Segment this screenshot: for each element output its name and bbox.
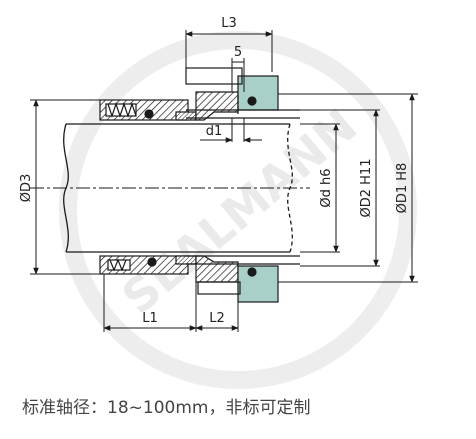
dimension-L2: [195, 302, 239, 332]
dimension-dh6: [300, 123, 340, 253]
dimension-5: [231, 58, 245, 92]
label-D3: ØD3: [19, 174, 34, 203]
label-dh6: Ød h6: [319, 168, 334, 207]
caption: 标准轴径：18~100mm，非标可定制: [22, 398, 310, 418]
upper-seal-assembly: [99, 67, 300, 121]
dimension-D3: [30, 99, 100, 275]
dimension-D2: [300, 109, 380, 267]
label-L2: L2: [209, 311, 225, 326]
label-5: 5: [234, 45, 242, 60]
dimension-L1: [103, 274, 197, 332]
label-D2: ØD2 H11: [359, 159, 374, 218]
label-d1: d1: [206, 124, 223, 139]
label-L1: L1: [142, 311, 158, 326]
dimension-d1: [200, 118, 262, 143]
label-D1: ØD1 H8: [395, 163, 410, 214]
dimension-L3: [185, 30, 273, 72]
lower-seal-assembly: [99, 255, 300, 303]
dimension-D1: [278, 93, 418, 283]
label-L3: L3: [221, 16, 237, 31]
